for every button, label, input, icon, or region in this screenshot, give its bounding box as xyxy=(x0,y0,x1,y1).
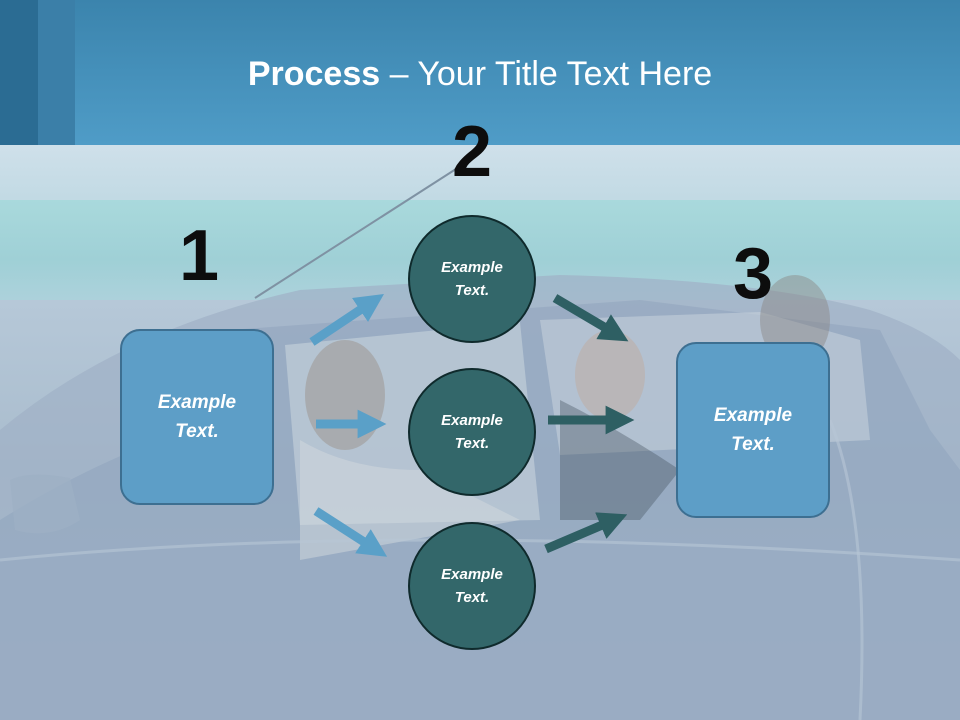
title-bar: Process – Your Title Text Here xyxy=(0,0,960,145)
step-number-1: 1 xyxy=(178,216,220,296)
arrow-from-circle-top xyxy=(552,294,629,342)
step-number-2: 2 xyxy=(451,112,493,192)
step-2-circle-top[interactable]: Example Text. xyxy=(408,215,536,343)
title-rest: – Your Title Text Here xyxy=(380,55,713,93)
step-1-box[interactable]: Example Text. xyxy=(120,329,274,505)
step-2-circle-middle[interactable]: Example Text. xyxy=(408,368,536,496)
step-3-box[interactable]: Example Text. xyxy=(676,342,830,518)
title-bold: Process xyxy=(247,55,381,93)
arrow-from-circle-bottom xyxy=(544,512,628,554)
step-3-label: Example Text. xyxy=(713,405,793,455)
arrow-to-circle-bottom xyxy=(313,507,388,557)
step-number-3: 3 xyxy=(732,234,774,314)
step-1-label: Example Text. xyxy=(157,392,237,442)
header-accent-mid xyxy=(38,0,75,145)
step-2-middle-label: Example Text. xyxy=(441,412,503,452)
step-2-top-label: Example Text. xyxy=(441,259,503,299)
slide-title: Process – Your Title Text Here xyxy=(0,52,960,96)
step-2-bottom-label: Example Text. xyxy=(441,566,503,606)
header-accent-dark xyxy=(0,0,38,145)
step-2-circle-bottom[interactable]: Example Text. xyxy=(408,522,536,650)
arrow-to-circle-top xyxy=(309,294,384,346)
